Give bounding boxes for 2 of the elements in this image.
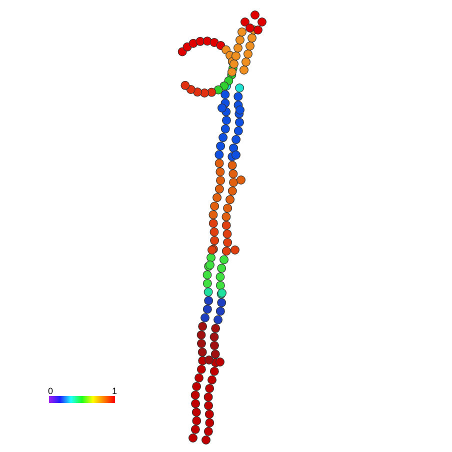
scale-label: 1 bbox=[112, 387, 118, 396]
scale-label: 0 bbox=[48, 387, 54, 396]
